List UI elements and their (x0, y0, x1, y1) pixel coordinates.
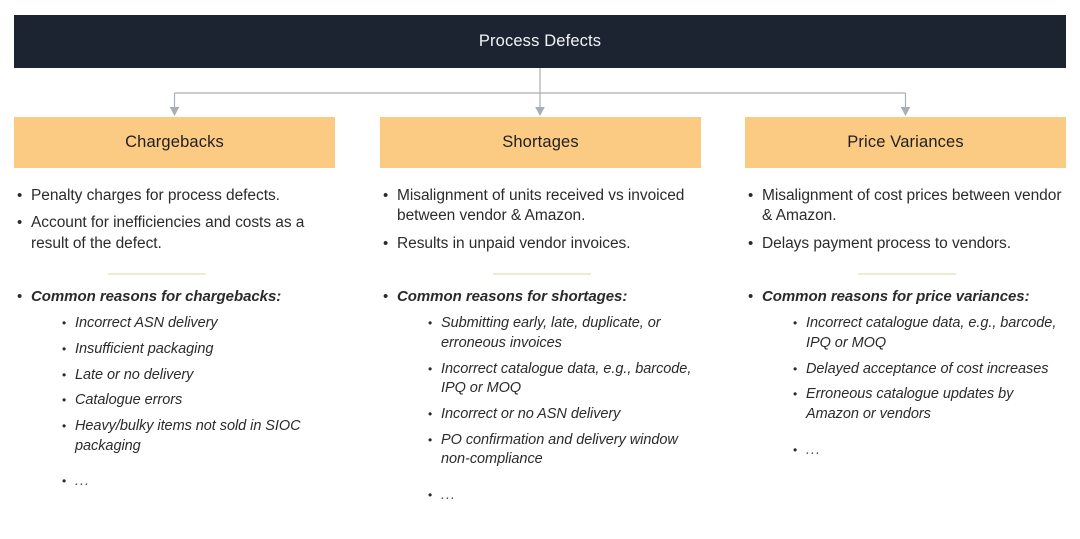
list-item: • Submitting early, late, duplicate, or … (380, 314, 701, 353)
branch-content-price-variances: • Misalignment of cost prices between ve… (745, 186, 1066, 466)
section-divider (493, 273, 591, 276)
branch-node-label: Price Variances (847, 133, 964, 151)
bullet-icon: • (748, 234, 754, 252)
bullet-icon: • (428, 361, 433, 376)
bullet-icon: • (793, 316, 798, 331)
list-item: • Misalignment of units received vs invo… (380, 186, 701, 227)
branch-node-shortages[interactable]: Shortages (380, 117, 701, 168)
bullet-icon: • (17, 288, 23, 306)
bullet-icon: • (62, 474, 67, 489)
list-item: • Delayed acceptance of cost increases (745, 360, 1066, 380)
list-item: • Misalignment of cost prices between ve… (745, 186, 1066, 227)
branch-node-label: Shortages (502, 133, 579, 151)
summary-text: Misalignment of cost prices between vend… (762, 187, 1062, 225)
summary-text: Penalty charges for process defects. (31, 187, 280, 204)
list-item: • Results in unpaid vendor invoices. (380, 234, 701, 254)
list-item-more: • ... (14, 472, 335, 492)
section-divider-row (745, 261, 1066, 287)
branch-node-price-variances[interactable]: Price Variances (745, 117, 1066, 168)
more-indicator: ... (806, 441, 822, 458)
reason-text: PO confirmation and delivery window non-… (441, 431, 678, 468)
reason-text: Incorrect ASN delivery (75, 315, 218, 332)
reasons-heading: Common reasons for chargebacks: (31, 288, 282, 306)
section-divider (858, 273, 956, 276)
bullet-icon: • (428, 407, 433, 422)
list-item-more: • ... (745, 441, 1066, 461)
branch-content-shortages: • Misalignment of units received vs invo… (380, 186, 701, 512)
summary-text: Delays payment process to vendors. (762, 234, 1012, 252)
list-item-more: • ... (380, 486, 701, 506)
branch-content-chargebacks: • Penalty charges for process defects. •… (14, 186, 335, 498)
reason-text: Catalogue errors (75, 392, 183, 409)
reason-text: Heavy/bulky items not sold in SIOC packa… (75, 418, 301, 454)
list-item: • Delays payment process to vendors. (745, 234, 1066, 254)
summary-text: Account for inefficiencies and costs as … (31, 214, 305, 252)
more-indicator: ... (441, 487, 457, 504)
bullet-icon: • (793, 442, 798, 457)
list-item: • Catalogue errors (14, 391, 335, 411)
list-item: • Insufficient packaging (14, 340, 335, 360)
bullet-icon: • (62, 316, 67, 331)
bullet-icon: • (62, 341, 67, 356)
section-divider (108, 273, 206, 276)
bullet-icon: • (793, 387, 798, 402)
summary-text: Misalignment of units received vs invoic… (397, 187, 685, 225)
list-item: • Penalty charges for process defects. (14, 186, 335, 206)
branch-node-label: Chargebacks (125, 133, 224, 151)
bullet-icon: • (17, 187, 23, 204)
bullet-icon: • (62, 419, 67, 434)
reason-text: Erroneous catalogue updates by Amazon or… (806, 386, 1014, 423)
spacer (745, 431, 1066, 441)
bullet-icon: • (383, 234, 389, 252)
spacer (14, 462, 335, 472)
list-item: • Incorrect catalogue data, e.g., barcod… (745, 314, 1066, 353)
list-item: • Account for inefficiencies and costs a… (14, 213, 335, 254)
bullet-icon: • (17, 214, 23, 232)
bullet-icon: • (383, 288, 389, 306)
bullet-icon: • (62, 367, 67, 382)
list-item-heading: • Common reasons for chargebacks: (14, 287, 335, 307)
branch-node-chargebacks[interactable]: Chargebacks (14, 117, 335, 168)
bullet-icon: • (428, 488, 433, 503)
list-item: • Incorrect catalogue data, e.g., barcod… (380, 360, 701, 399)
reason-text: Delayed acceptance of cost increases (806, 360, 1049, 377)
bullet-icon: • (748, 288, 754, 306)
reasons-heading: Common reasons for price variances: (762, 288, 1030, 306)
list-item: • Heavy/bulky items not sold in SIOC pac… (14, 417, 335, 456)
bullet-icon: • (383, 187, 389, 204)
list-item: • Incorrect or no ASN delivery (380, 405, 701, 425)
spacer (380, 476, 701, 486)
root-node-process-defects[interactable]: Process Defects (14, 15, 1066, 68)
list-item: • Late or no delivery (14, 366, 335, 386)
reason-text: Incorrect catalogue data, e.g., barcode,… (806, 315, 1057, 351)
list-item: • PO confirmation and delivery window no… (380, 431, 701, 470)
bullet-icon: • (793, 361, 798, 376)
summary-text: Results in unpaid vendor invoices. (397, 234, 631, 252)
reason-text: Insufficient packaging (75, 340, 214, 357)
root-node-label: Process Defects (478, 32, 602, 50)
bullet-icon: • (62, 393, 67, 408)
list-item-heading: • Common reasons for price variances: (745, 287, 1066, 307)
more-indicator: ... (75, 473, 91, 490)
reason-text: Late or no delivery (75, 366, 194, 383)
reason-text: Incorrect catalogue data, e.g., barcode,… (441, 360, 692, 397)
reason-text: Incorrect or no ASN delivery (441, 406, 621, 423)
section-divider-row (14, 261, 335, 287)
list-item-heading: • Common reasons for shortages: (380, 287, 701, 307)
section-divider-row (380, 261, 701, 287)
bullet-icon: • (428, 432, 433, 447)
list-item: • Incorrect ASN delivery (14, 314, 335, 334)
bullet-icon: • (428, 316, 433, 331)
reason-text: Submitting early, late, duplicate, or er… (441, 315, 661, 351)
reasons-heading: Common reasons for shortages: (397, 288, 628, 306)
list-item: • Erroneous catalogue updates by Amazon … (745, 385, 1066, 424)
bullet-icon: • (748, 187, 754, 204)
